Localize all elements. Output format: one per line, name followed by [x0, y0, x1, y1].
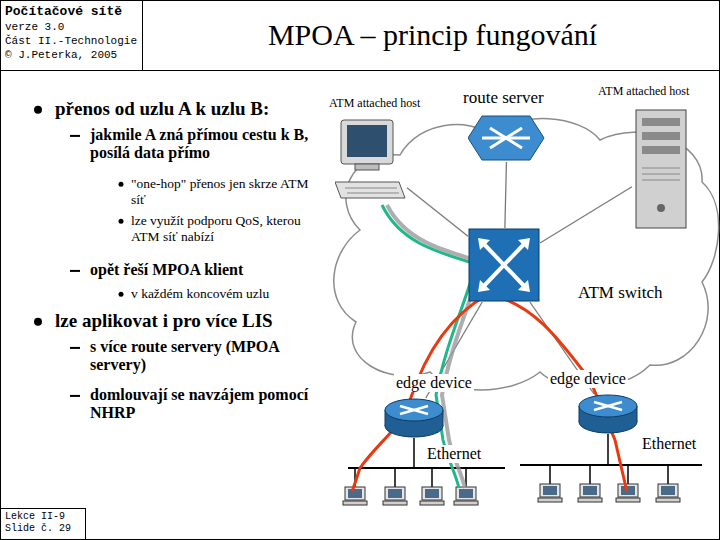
network-device: ATM attached host — [335, 118, 407, 200]
ethernet-wire — [520, 464, 702, 466]
course-info: Část II.-Technologie — [5, 34, 138, 48]
network-device: route server — [468, 114, 546, 162]
course-header-box: Počítačové sítěverze 3.0Část II.-Technol… — [0, 0, 143, 71]
bullet-text: přenos od uzlu A k uzlu B: — [55, 98, 320, 120]
slide-title: MPOA – princip fungování — [145, 18, 720, 52]
device-label: edge device — [394, 374, 474, 392]
bullet-marker — [119, 182, 124, 187]
workstation-icon — [578, 484, 602, 502]
segment-label: Ethernet — [425, 445, 483, 463]
bullet-text: domlouvají se navzájem pomocí NHRP — [90, 386, 315, 423]
bullet-marker — [70, 347, 80, 349]
ethernet-wire — [348, 467, 505, 469]
tower-icon — [632, 108, 690, 230]
device-label: ATM attached host — [596, 85, 691, 98]
ethernet-wire — [589, 465, 591, 484]
device-label: edge device — [548, 370, 628, 388]
workstation-icon — [454, 487, 478, 505]
workstation-icon — [383, 487, 407, 505]
device-label: ATM switch — [576, 284, 665, 303]
link-line — [407, 188, 468, 237]
bullet-marker — [119, 292, 124, 297]
slide-number-box: Lekce II-9Slide č. 29 — [0, 508, 86, 540]
ethernet-wire — [413, 438, 415, 468]
edge-icon — [384, 398, 444, 438]
course-info: verze 3.0 — [5, 20, 138, 34]
device-label: route server — [461, 89, 546, 108]
workstation-icon — [420, 487, 444, 505]
bullet-marker — [34, 318, 42, 326]
bullet-marker — [119, 219, 124, 224]
network-device: edge device — [384, 398, 444, 438]
ethernet-wire — [667, 465, 669, 484]
edge-icon — [578, 394, 638, 434]
device-label: ATM attached host — [327, 97, 422, 110]
network-device: ATM attached host — [632, 108, 690, 230]
ethernet-wire — [607, 434, 609, 465]
workstation-icon — [538, 484, 562, 502]
link-line — [505, 162, 507, 228]
ethernet-wire — [431, 468, 433, 487]
bullet-text: "one-hop" přenos jen skrze ATM síť — [131, 176, 321, 207]
bullet-marker — [70, 395, 80, 397]
bullet-text: lze využít podporu QoS, kterou ATM síť n… — [131, 213, 321, 244]
course-name: Počítačové sítě — [5, 3, 138, 20]
router-icon — [468, 114, 546, 162]
bullet-marker — [70, 270, 80, 272]
segment-label: Ethernet — [640, 435, 698, 453]
bullet-text: s více route servery (MPOA servery) — [90, 338, 315, 375]
workstation-icon — [343, 487, 367, 505]
sw-icon — [468, 228, 540, 302]
bullet-text: lze aplikovat i pro více LIS — [55, 310, 320, 332]
ethernet-wire — [394, 468, 396, 487]
bullet-text: jakmile A zná přímou cestu k B, posílá d… — [90, 126, 315, 163]
slide-number: Lekce II-9 — [5, 511, 81, 523]
bullet-marker — [70, 135, 80, 137]
bullet-text: opět řeší MPOA klient — [90, 261, 315, 279]
link-line — [540, 187, 632, 243]
network-device: edge device — [578, 394, 638, 434]
computer-icon — [335, 118, 407, 200]
ethernet-wire — [549, 465, 551, 484]
network-device: ATM switch — [468, 228, 540, 302]
bullet-marker — [34, 106, 42, 114]
course-info: © J.Peterka, 2005 — [5, 48, 138, 62]
ethernet-wire — [627, 465, 629, 484]
workstation-icon — [616, 484, 640, 502]
bullet-text: v každém koncovém uzlu — [131, 286, 321, 302]
workstation-icon — [656, 484, 680, 502]
slide-number: Slide č. 29 — [5, 523, 81, 535]
